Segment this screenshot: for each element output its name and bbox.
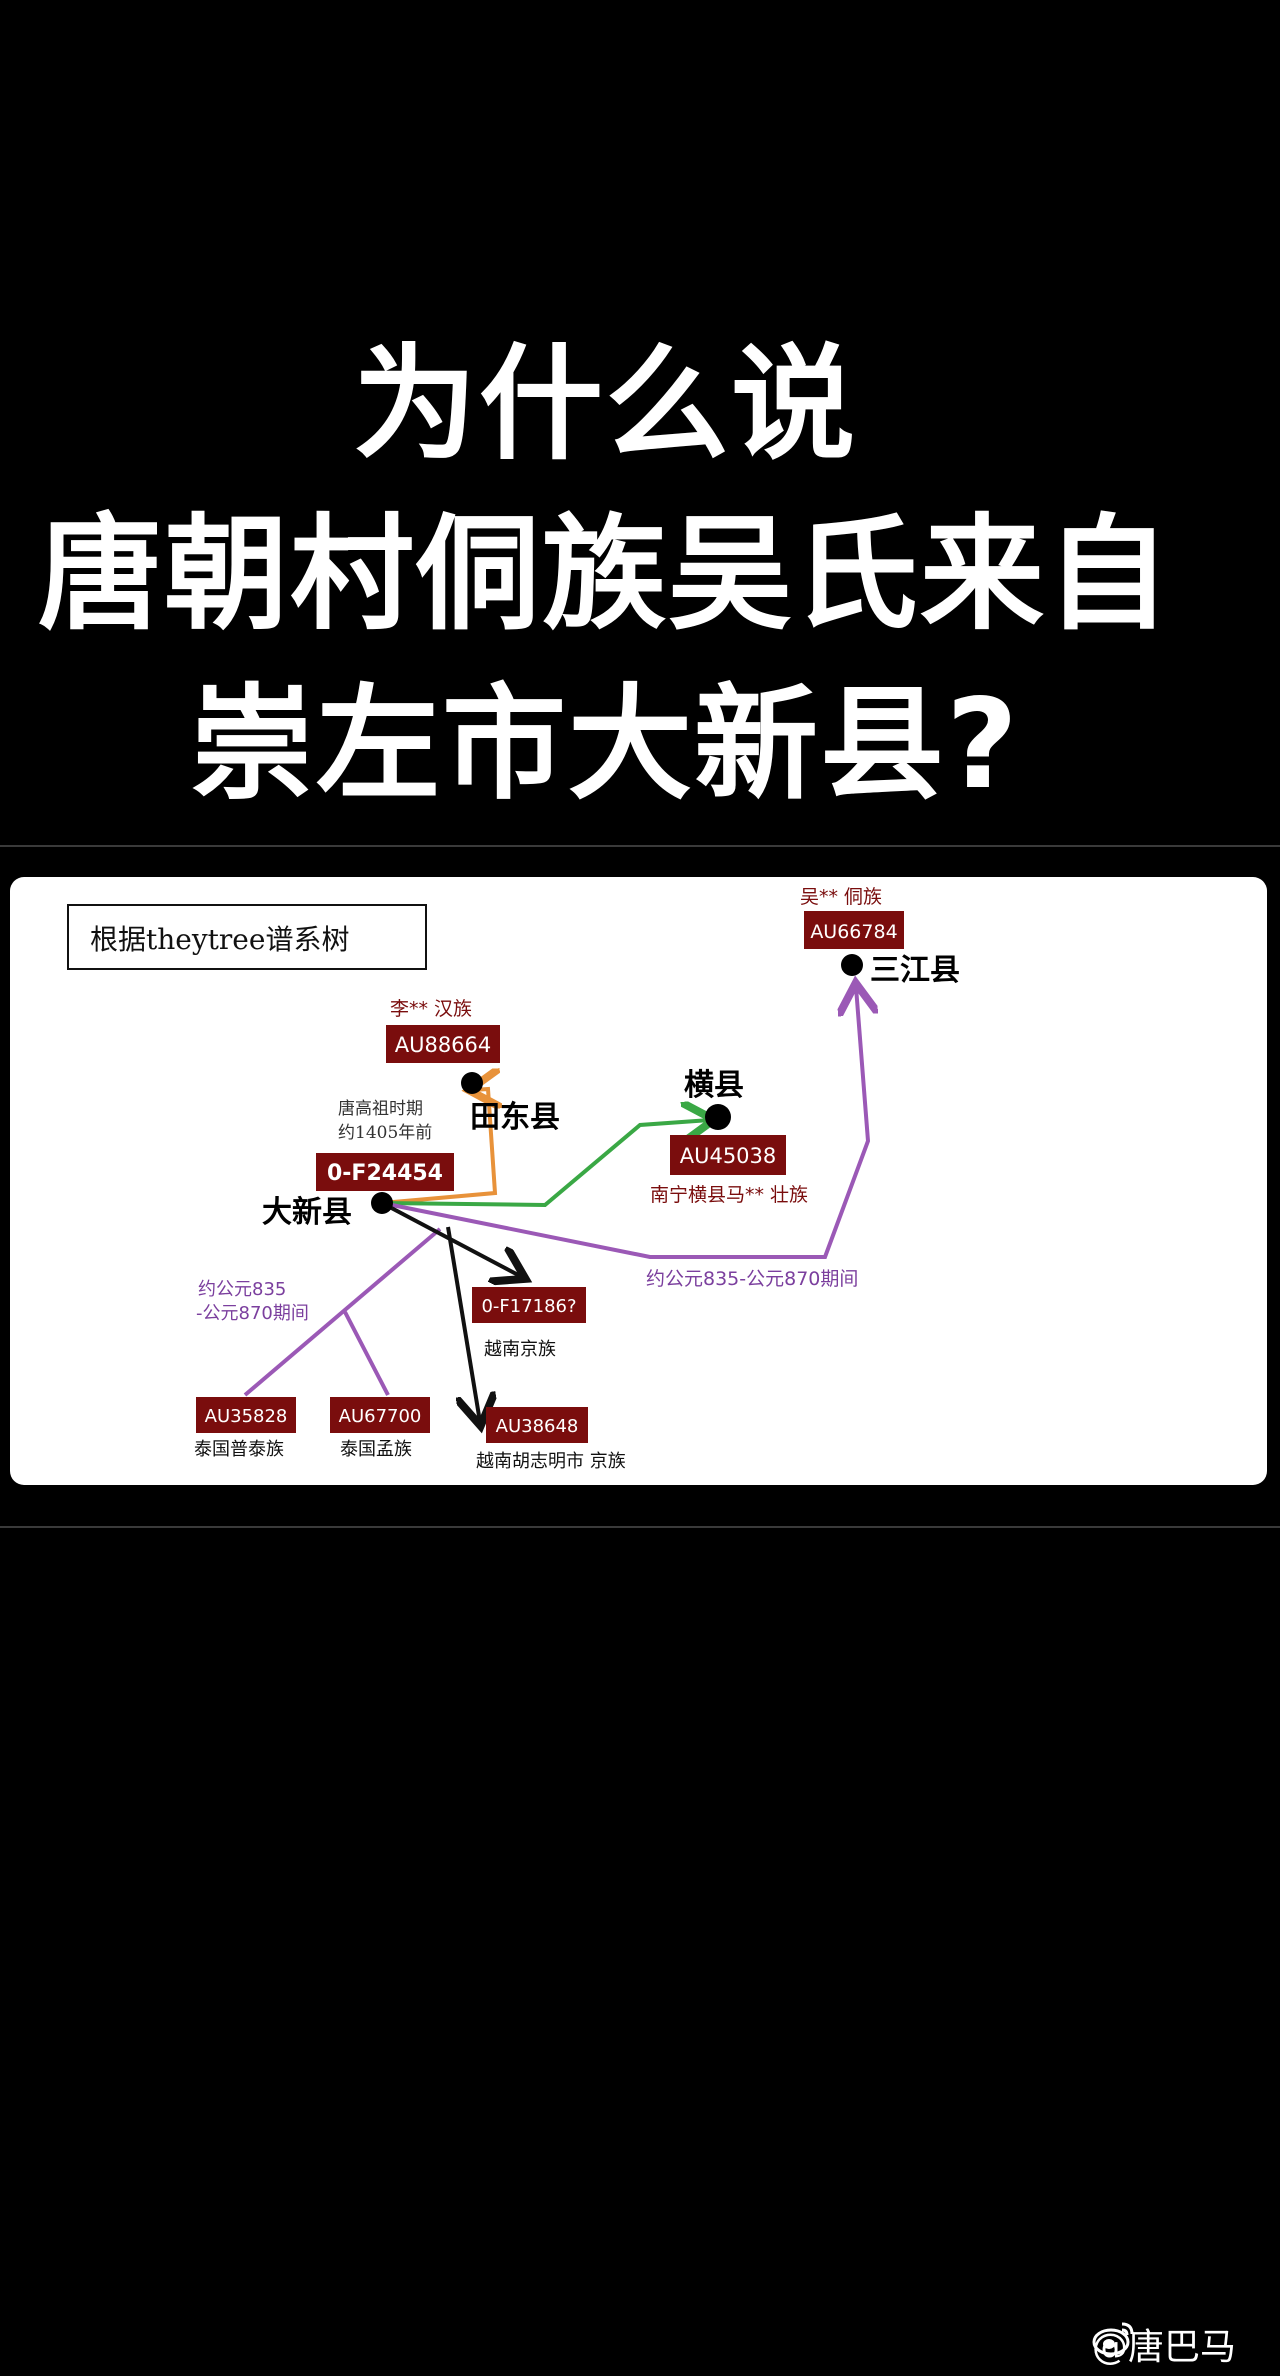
divider-bottom bbox=[0, 1526, 1280, 1528]
legend-box bbox=[67, 904, 427, 970]
au38648-code: AU38648 bbox=[496, 1416, 579, 1437]
au38648-box bbox=[486, 1407, 588, 1443]
nanning-zhuang-label: 南宁横县马** 壮族 bbox=[650, 1184, 808, 1206]
thai-phu-label: 泰国普泰族 bbox=[194, 1439, 284, 1460]
au66784-code: AU66784 bbox=[810, 921, 897, 943]
daxin-node bbox=[371, 1192, 393, 1214]
black-au38648-line bbox=[446, 1226, 480, 1422]
diagram-panel: 根据theytree谱系树 大新县 田东县 横县 三江县 0-F24454 AU… bbox=[10, 877, 1267, 1485]
watermark-text: @唐巴马 bbox=[1092, 2327, 1237, 2368]
title-line-3: 崇左市大新县? bbox=[190, 673, 1020, 817]
f17186-code: 0-F17186? bbox=[481, 1296, 576, 1317]
tang-period-label-2: 约1405年前 bbox=[338, 1123, 432, 1143]
purple-thai-line bbox=[243, 1227, 442, 1397]
f24454-box bbox=[316, 1153, 454, 1191]
au66784-box bbox=[804, 911, 904, 949]
au35828-box bbox=[196, 1397, 296, 1433]
title-line-1: 为什么说 bbox=[352, 333, 857, 477]
green-lineage-line bbox=[381, 1120, 710, 1208]
period-left-label-1: 约公元835 bbox=[198, 1279, 286, 1300]
lineage-diagram: 根据theytree谱系树 大新县 田东县 横县 三江县 0-F24454 AU… bbox=[67, 886, 960, 1472]
title-line-2: 唐朝村侗族吴氏来自 bbox=[37, 503, 1172, 647]
purple-thai-branch bbox=[343, 1311, 390, 1396]
au45038-code: AU45038 bbox=[680, 1144, 777, 1168]
legend-text: 根据theytree谱系树 bbox=[90, 923, 349, 956]
purple-lineage-line bbox=[381, 987, 868, 1259]
au67700-code: AU67700 bbox=[339, 1406, 422, 1427]
weibo-icon bbox=[1092, 2322, 1134, 2356]
thai-meng-label: 泰国孟族 bbox=[340, 1439, 412, 1460]
hengxian-node bbox=[705, 1104, 731, 1130]
au45038-box bbox=[670, 1135, 786, 1175]
sanjiang-label: 三江县 bbox=[870, 953, 960, 988]
wu-dong-label: 吴** 侗族 bbox=[800, 886, 882, 908]
daxin-label: 大新县 bbox=[262, 1195, 352, 1230]
sanjiang-node bbox=[841, 954, 863, 976]
watermark: @唐巴马 bbox=[1092, 2318, 1236, 2370]
au35828-code: AU35828 bbox=[205, 1406, 288, 1427]
au67700-box bbox=[330, 1397, 430, 1433]
vietnam-kinh-label: 越南京族 bbox=[484, 1339, 556, 1360]
hengxian-label: 横县 bbox=[684, 1068, 744, 1103]
tang-period-label-1: 唐高祖时期 bbox=[338, 1098, 423, 1119]
au88664-box bbox=[386, 1025, 500, 1063]
tiandong-node bbox=[461, 1072, 483, 1094]
f17186-box bbox=[472, 1287, 586, 1323]
tiandong-label: 田东县 bbox=[470, 1100, 560, 1135]
f24454-code: 0-F24454 bbox=[327, 1161, 443, 1186]
hcmc-kinh-label: 越南胡志明市 京族 bbox=[476, 1451, 626, 1472]
au88664-code: AU88664 bbox=[395, 1033, 492, 1057]
divider-top bbox=[0, 845, 1280, 847]
li-han-label: 李** 汉族 bbox=[390, 998, 472, 1020]
period-right-label: 约公元835-公元870期间 bbox=[646, 1268, 858, 1290]
period-left-label-2: -公元870期间 bbox=[196, 1303, 309, 1324]
